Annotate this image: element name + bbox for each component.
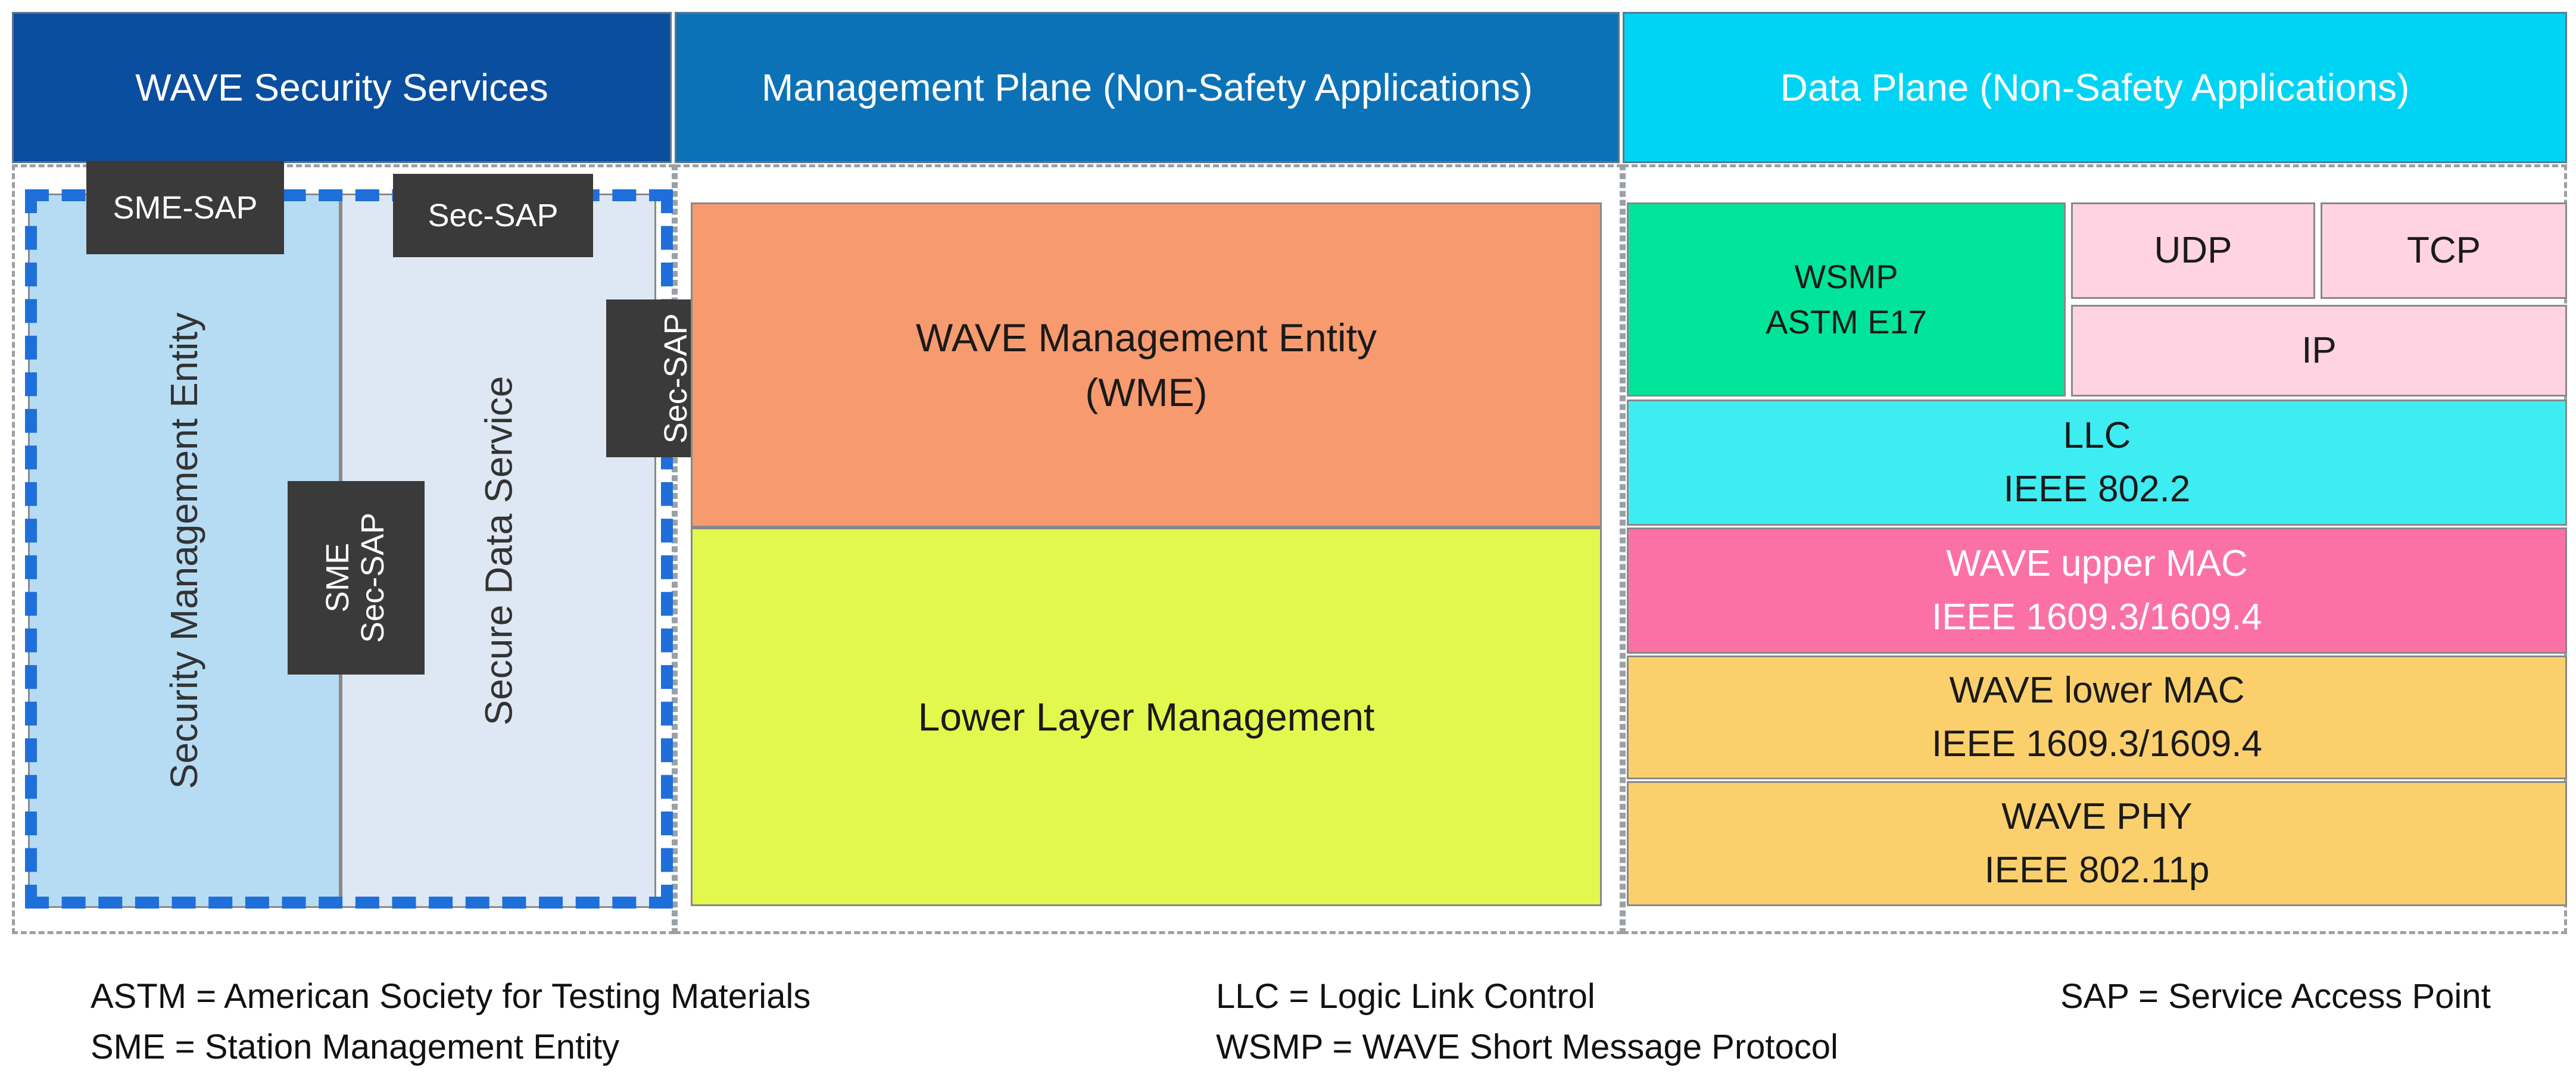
sme-sec-sap-label: SME Sec-SAP [320,512,392,644]
legend-sap: SAP = Service Access Point [2060,977,2491,1016]
phy-line1: WAVE PHY [2001,796,2193,838]
wsmp-box: WSMP ASTM E17 [1627,202,2066,397]
wave-management-entity-box: WAVE Management Entity (WME) [691,202,1602,527]
lower-mac-line1: WAVE lower MAC [1949,670,2245,711]
wsmp-line1: WSMP [1794,258,1898,296]
lower-mac-line2: IEEE 1609.3/1609.4 [1931,723,2262,764]
lower-layer-management-label: Lower Layer Management [918,695,1375,739]
header-data-plane: Data Plane (Non-Safety Applications) [1623,12,2567,163]
header-management-label: Management Plane (Non-Safety Application… [762,66,1533,109]
header-data-label: Data Plane (Non-Safety Applications) [1780,66,2410,109]
udp-label: UDP [2154,230,2232,271]
llc-line2: IEEE 802.2 [2003,469,2191,510]
tcp-label: TCP [2407,230,2481,271]
legend-sme: SME = Station Management Entity [91,1028,620,1066]
sme-sap-label: SME-SAP [113,189,258,226]
ip-label: IP [2301,330,2337,372]
lower-layer-management-box: Lower Layer Management [691,527,1602,906]
wsmp-line2: ASTM E17 [1766,303,1927,341]
wave-lower-mac-box: WAVE lower MAC IEEE 1609.3/1609.4 [1627,656,2567,779]
phy-line2: IEEE 802.11p [1984,850,2210,891]
upper-mac-line1: WAVE upper MAC [1946,543,2248,585]
sec-sap-top-box: Sec-SAP [393,174,593,257]
sec-sap-side-label: Sec-SAP [657,313,694,444]
wme-line2: (WME) [1085,370,1208,414]
sec-sap-top-label: Sec-SAP [428,198,559,233]
sme-sap-box: SME-SAP [86,161,284,254]
sme-sec-sap-line1: SME [320,542,356,613]
header-management-plane: Management Plane (Non-Safety Application… [675,12,1620,163]
header-security-label: WAVE Security Services [135,66,548,109]
wave-upper-mac-box: WAVE upper MAC IEEE 1609.3/1609.4 [1627,527,2567,654]
llc-box: LLC IEEE 802.2 [1627,399,2567,526]
header-wave-security-services: WAVE Security Services [12,12,672,163]
legend-wsmp: WSMP = WAVE Short Message Protocol [1216,1028,1838,1066]
management-section-outline [675,164,1623,934]
llc-line1: LLC [2063,415,2131,457]
wme-line1: WAVE Management Entity [916,315,1377,360]
legend-llc: LLC = Logic Link Control [1216,977,1595,1016]
tcp-box: TCP [2321,202,2567,299]
ip-box: IP [2071,305,2567,397]
wave-phy-box: WAVE PHY IEEE 802.11p [1627,781,2567,906]
security-section-outline [12,164,675,934]
udp-box: UDP [2071,202,2315,299]
sme-sec-sap-line2: Sec-SAP [355,512,391,644]
upper-mac-line2: IEEE 1609.3/1609.4 [1931,597,2262,638]
sme-sec-sap-box: SME Sec-SAP [288,481,425,675]
legend-astm: ASTM = American Society for Testing Mate… [91,977,811,1016]
